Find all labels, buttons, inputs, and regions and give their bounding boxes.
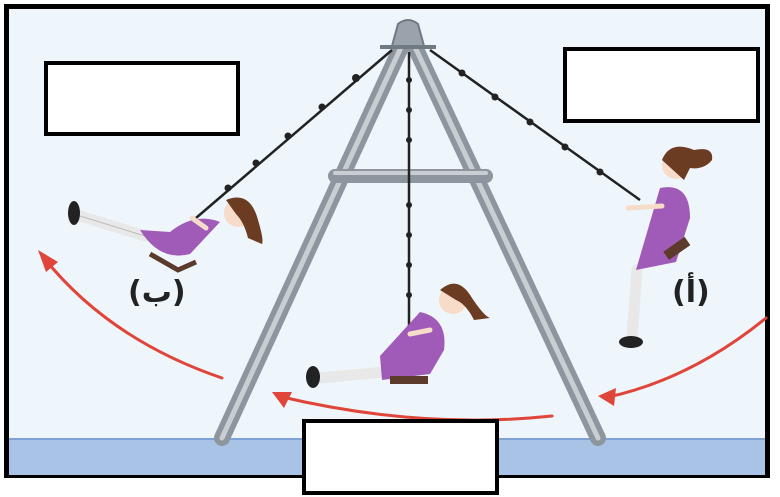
girl-right	[619, 147, 712, 348]
position-marker-right: (أ)	[672, 278, 710, 308]
answer-box-bottom[interactable]	[302, 419, 499, 495]
arrow-bottom	[278, 396, 552, 420]
swing-top-cap	[392, 20, 424, 46]
chain-middle	[406, 52, 412, 330]
answer-box-top-right[interactable]	[563, 47, 760, 123]
girl-left	[68, 198, 263, 271]
answer-box-top-left[interactable]	[44, 61, 240, 136]
girl-middle	[306, 284, 490, 388]
position-marker-left: (ب)	[128, 278, 186, 308]
